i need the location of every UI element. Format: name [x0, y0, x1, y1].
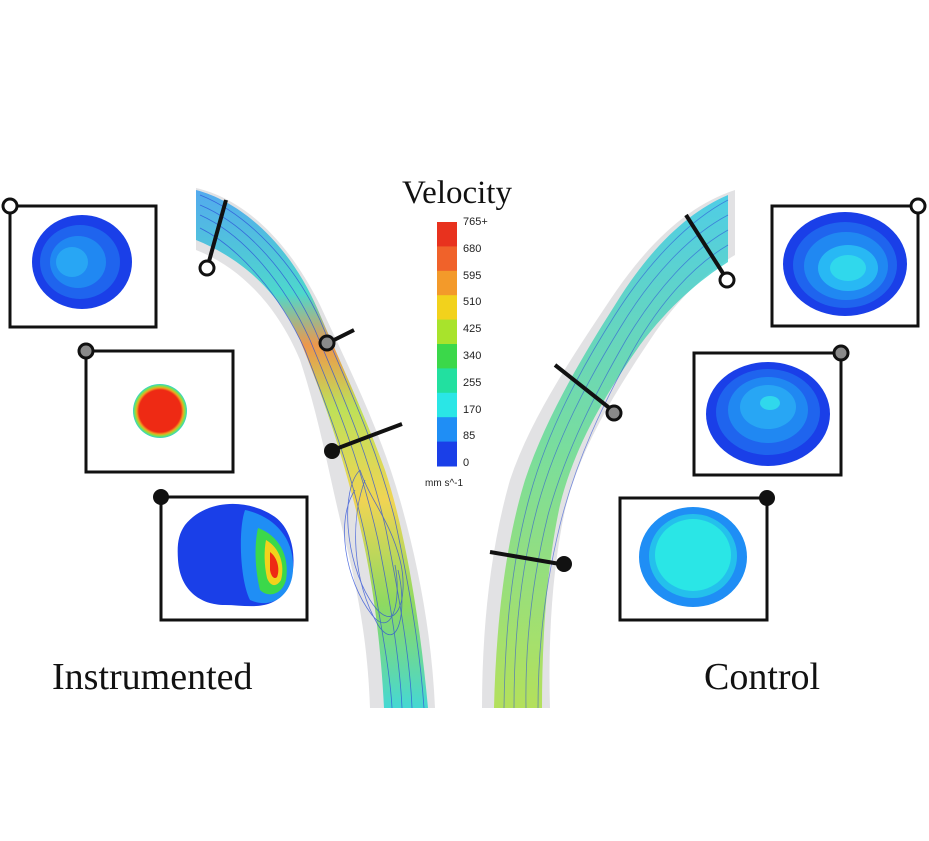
control-section-3: [618, 490, 775, 622]
control-section-1: [770, 197, 927, 328]
marker-filled-right: [556, 556, 572, 572]
marker-filled-left: [324, 443, 340, 459]
colorbar-title: Velocity: [402, 175, 512, 211]
colorbar-segment: [437, 368, 457, 394]
colorbar-tick-label: 680: [463, 242, 482, 255]
colorbar-tick-label: 255: [463, 376, 482, 389]
colorbar-tick-label: 510: [463, 296, 482, 309]
velocity-colorbar: [437, 222, 457, 467]
marker-open-right: [718, 271, 736, 289]
instrumented-section-1: [1, 197, 158, 329]
marker-gray-right: [605, 404, 623, 422]
marker-gray-left: [318, 334, 336, 352]
colorbar-tick-label: 170: [463, 403, 482, 416]
control-label: Control: [704, 656, 821, 698]
colorbar-segment: [437, 222, 457, 247]
colorbar-unit: mm s^-1: [425, 478, 464, 489]
colorbar-segment: [437, 441, 457, 467]
colorbar-segment: [437, 417, 457, 443]
colorbar-segment: [437, 392, 457, 418]
colorbar-tick-label: 0: [463, 457, 470, 470]
instrumented-label: Instrumented: [52, 656, 253, 698]
instrumented-section-2: [77, 342, 235, 474]
colorbar-segment: [437, 295, 457, 321]
colorbar-tick-label: 340: [463, 350, 482, 362]
colorbar-segment: [437, 344, 457, 369]
instrumented-vessel: [196, 188, 435, 709]
colorbar-segment: [437, 270, 457, 296]
colorbar-segment: [437, 246, 457, 272]
colorbar-segment: [437, 319, 457, 345]
marker-open-left: [198, 259, 216, 277]
control-section-2: [692, 344, 850, 477]
colorbar-tick-label: 85: [463, 430, 476, 443]
colorbar-tick-label: 595: [463, 269, 482, 282]
instrumented-section-3: [153, 489, 309, 622]
colorbar-tick-label: 765+: [463, 216, 488, 228]
colorbar-tick-label: 425: [463, 323, 482, 336]
